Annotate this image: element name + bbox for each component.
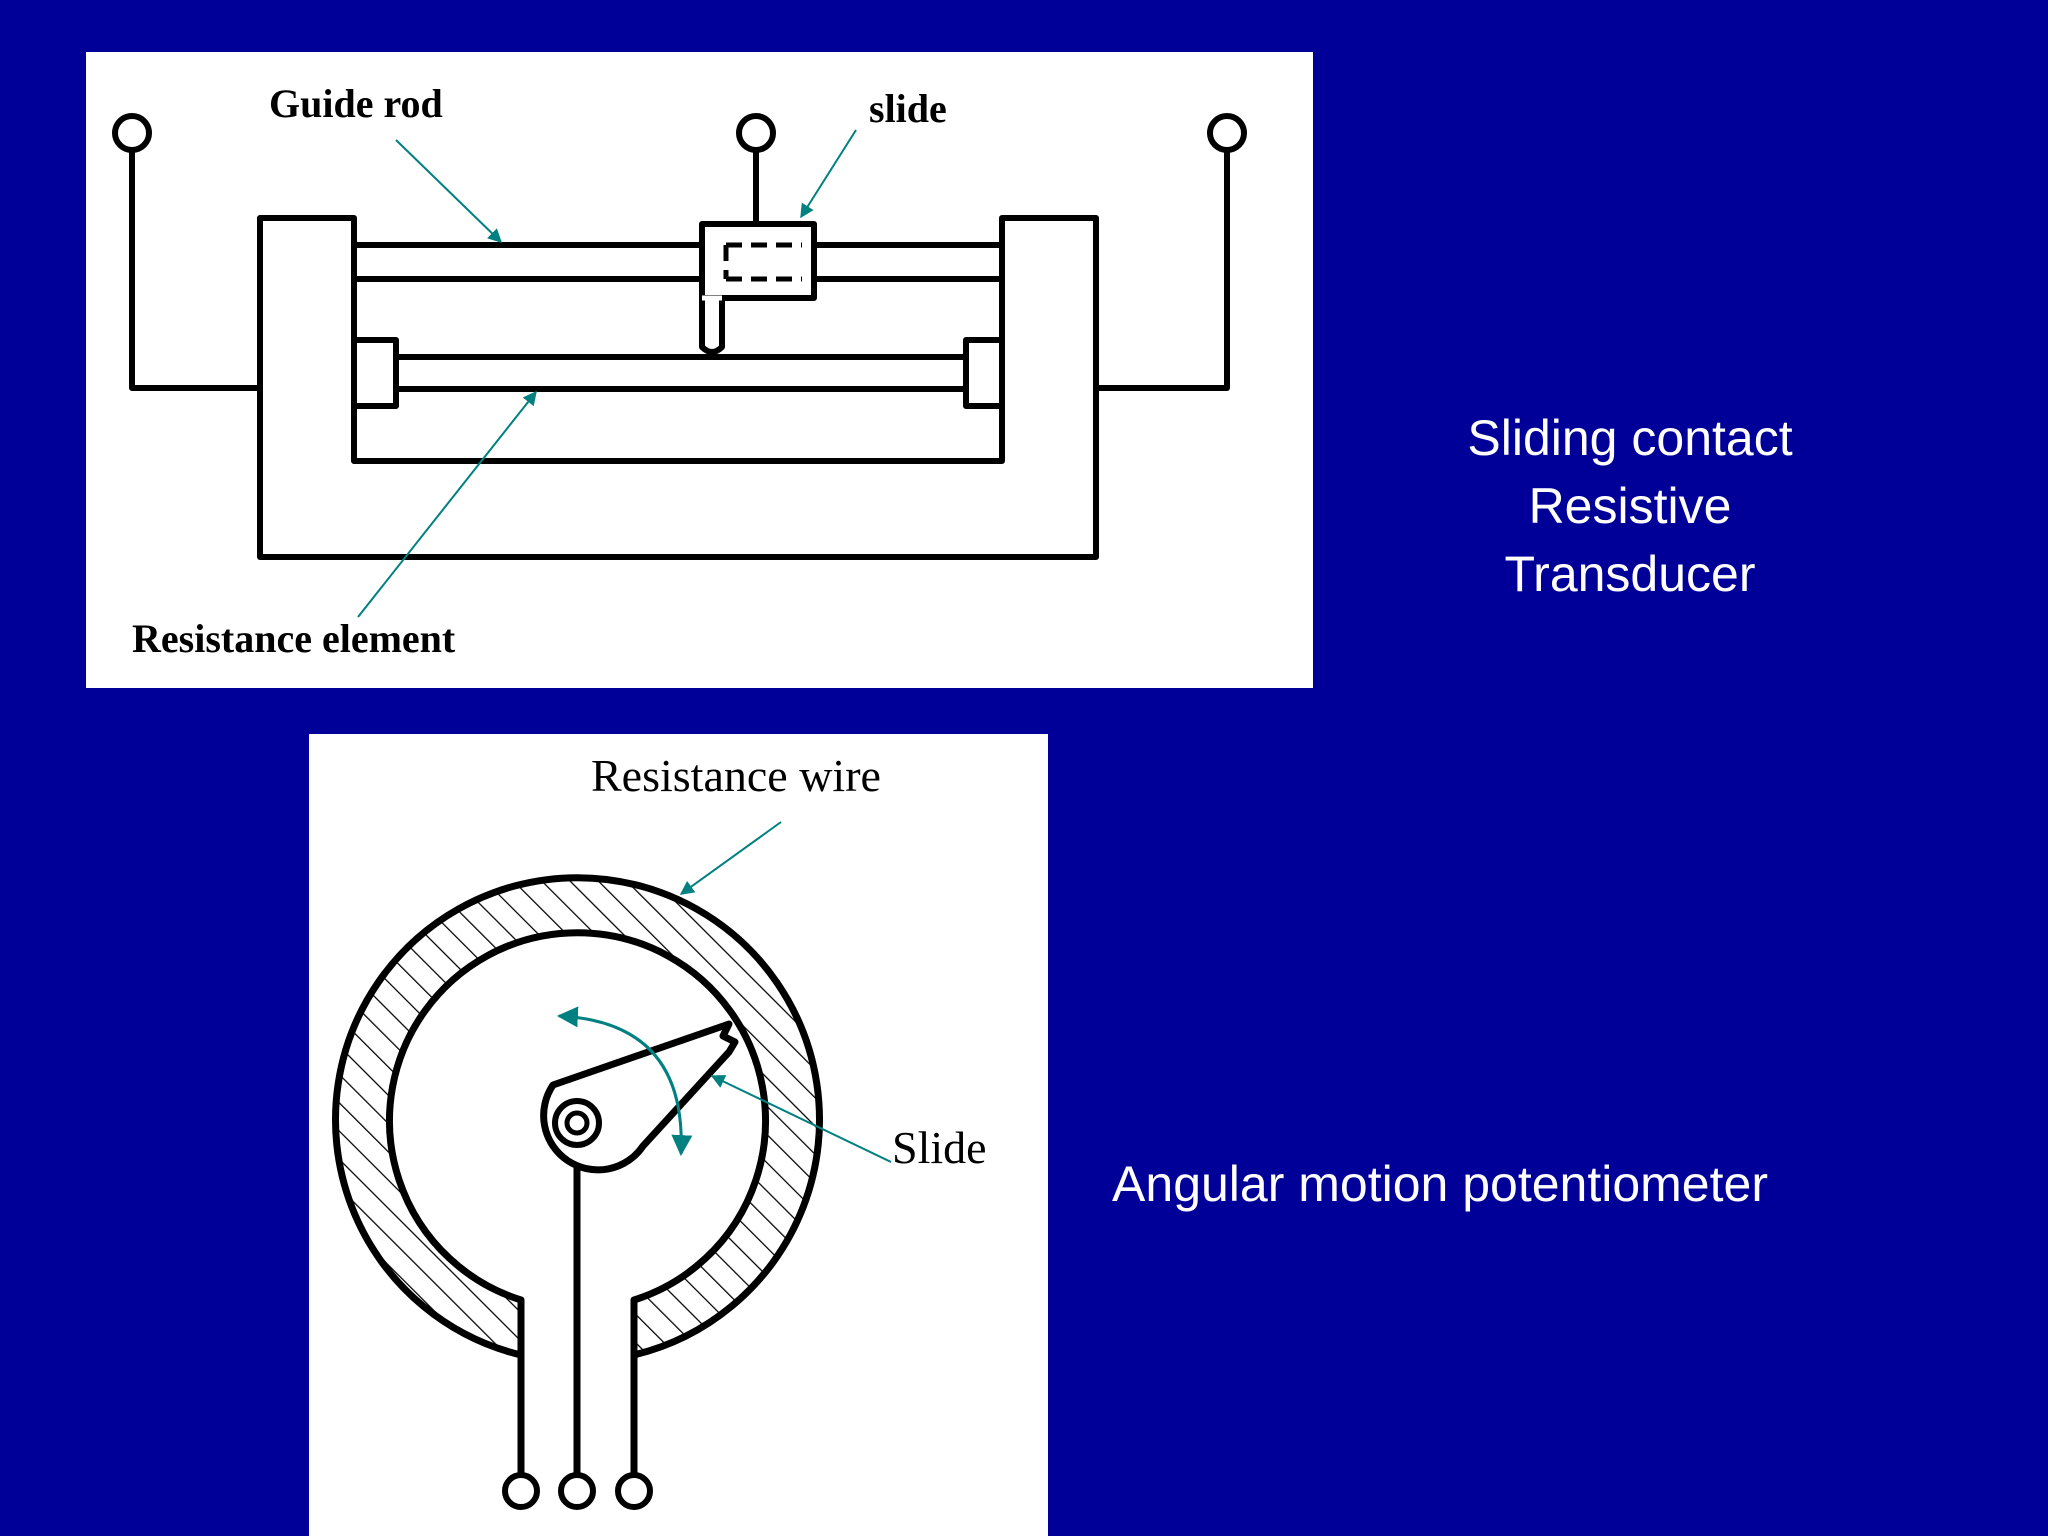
angular-potentiometer-diagram: Resistance wire Slide [309, 734, 1048, 1536]
slide-arrow [800, 129, 857, 219]
guide-rod [351, 242, 1005, 282]
resistance-element-label: Resistance element [132, 616, 456, 661]
resistance-wire-arrow [679, 821, 782, 895]
slide-terminal-circle [736, 113, 776, 153]
right-end-block [963, 337, 1005, 409]
guide-rod-arrow [395, 139, 503, 243]
left-terminal-wire [129, 151, 260, 391]
caption-line-2: Resistive [1528, 478, 1732, 534]
frame-outline [257, 215, 1099, 560]
resistance-wire-ring [332, 874, 823, 1359]
right-terminal-circle [615, 1472, 653, 1510]
resistance-element-arrow [357, 390, 537, 618]
rotation-arrow [556, 1006, 693, 1157]
linear-transducer-diagram: Guide rod slide Resistance element [86, 52, 1313, 688]
angular-potentiometer-svg: Resistance wire Slide [332, 750, 987, 1510]
left-end-block [351, 337, 399, 409]
caption-line-3: Transducer [1504, 546, 1756, 602]
guide-rod-label: Guide rod [269, 81, 443, 126]
resistance-element [393, 354, 969, 392]
slide-label: slide [869, 86, 947, 131]
slide-pointer-arrow [710, 1075, 892, 1163]
right-terminal-circle [1207, 113, 1247, 153]
slide-arm [540, 1020, 739, 1174]
resistance-wire-label: Resistance wire [591, 750, 881, 801]
angular-motion-caption: Angular motion potentiometer [1112, 1156, 1768, 1212]
sliding-contact-caption: Sliding contact Resistive Transducer [1380, 404, 1880, 608]
caption-line-1: Sliding contact [1467, 410, 1793, 466]
right-terminal-wire [1096, 151, 1230, 391]
left-terminal-circle [502, 1472, 540, 1510]
linear-transducer-svg: Guide rod slide Resistance element [112, 81, 1247, 661]
pivot-inner [564, 1110, 590, 1136]
slide-terminal-circle [558, 1472, 596, 1510]
slide-block [699, 221, 817, 355]
slide-label: Slide [892, 1122, 987, 1173]
left-terminal-circle [112, 113, 152, 153]
